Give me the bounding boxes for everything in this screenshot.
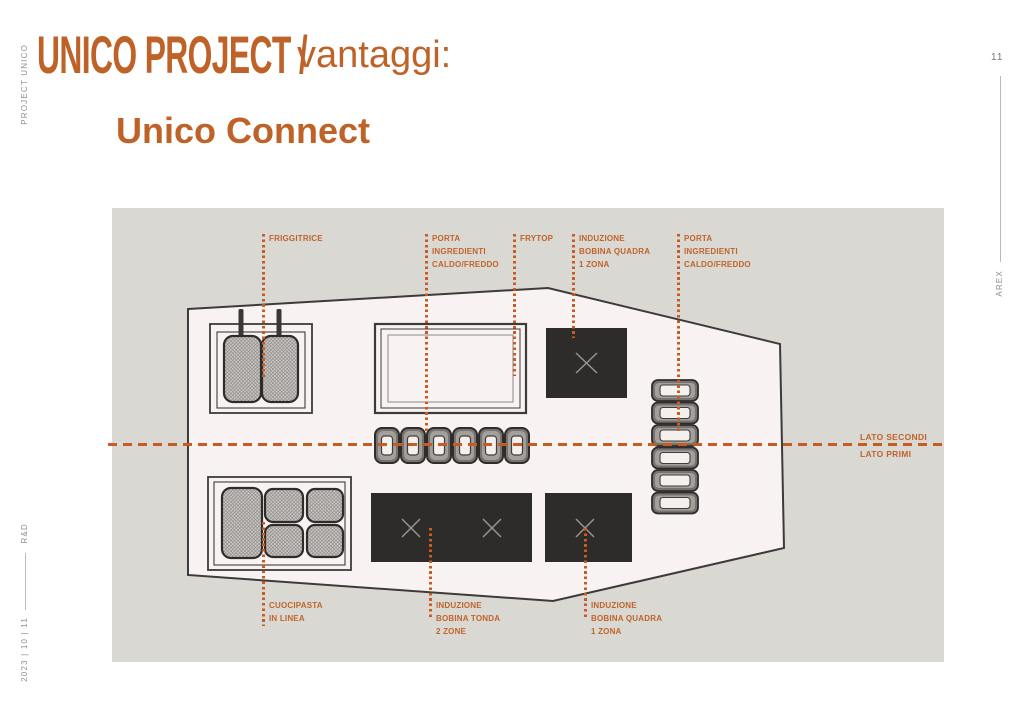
callout-line-porta-right [677,234,680,434]
gn-column [651,379,699,515]
callout-line-frytop [513,234,516,376]
label-line: 2 ZONE [436,627,467,636]
label-frytop: FRYTOP [520,232,553,245]
page-title-suffix: vantaggi: [297,34,452,76]
pasta-basket [263,487,305,524]
gn-container [651,469,699,492]
label-line: INDUZIONE [591,601,637,610]
label-line: 1 ZONA [579,260,610,269]
label-line: INGREDIENTI [684,247,738,256]
label-line: IN LINEA [269,614,305,623]
gn-container [651,379,699,402]
pasta-basket [263,523,305,559]
label-line: INDUZIONE [579,234,625,243]
gn-container [651,491,699,515]
fryer-basket [222,334,263,404]
label-induzione-quadra-top: INDUZIONE BOBINA QUADRA 1 ZONA [579,232,650,271]
page-title: UNICO PROJECT / [37,26,308,85]
label-line: FRIGGITRICE [269,234,323,243]
label-line: PORTA [432,234,461,243]
label-line: CALDO/FREDDO [432,260,499,269]
gn-container [651,446,699,470]
pasta-basket [305,487,345,524]
induction-square-top [546,328,627,398]
left-rail-divider [25,553,26,610]
right-rail-divider [1000,76,1001,262]
callout-line-induzione-quadra-top [572,234,575,338]
pasta-basket [220,486,264,560]
left-rail-date-label: 2023 | 10 | 11 [20,617,29,682]
label-line: PORTA [684,234,713,243]
label-line: BOBINA QUADRA [591,614,663,623]
slide-subtitle: Unico Connect [116,110,371,151]
label-porta-ingredienti-left: PORTA INGREDIENTI CALDO/FREDDO [432,232,499,271]
label-cuocipasta: CUOCIPASTA IN LINEA [269,599,323,625]
induction-square-bottom [545,493,632,562]
label-line: FRYTOP [520,234,554,243]
lato-secondi-label: LATO SECONDI [860,432,928,442]
fryer-block [209,309,313,414]
callout-line-induzione-tonda [429,528,432,620]
pasta-basket [305,523,345,559]
lato-divider-line [108,443,942,446]
gn-container [651,401,699,425]
worktop-diagram [187,286,786,603]
callout-line-porta-left [425,234,428,434]
label-line: CALDO/FREDDO [684,260,751,269]
label-induzione-quadra-bottom: INDUZIONE BOBINA QUADRA 1 ZONA [591,599,662,638]
induction-zone-mark [482,518,502,538]
label-line: INGREDIENTI [432,247,486,256]
pasta-cooker-block [207,476,352,571]
page-number: 11 [991,52,1004,63]
fryer-basket-handle [238,309,244,338]
induction-zone-mark [401,518,421,538]
right-rail-brand-label: AREX [995,270,1004,297]
induction-zone-mark [575,352,598,374]
callout-line-cuocipasta [262,522,265,626]
left-rail-project-unico-label: PROJECT UNICO [20,44,29,125]
label-line: BOBINA TONDA [436,614,501,623]
callout-line-induzione-quadra-bottom [584,528,587,620]
label-induzione-tonda: INDUZIONE BOBINA TONDA 2 ZONE [436,599,500,638]
induction-rect-bottom [371,493,532,562]
fryer-basket-handle [276,309,282,338]
header: UNICO PROJECT / vantaggi: [37,29,537,119]
callout-line-friggitrice [262,234,265,378]
label-line: 1 ZONA [591,627,622,636]
label-friggitrice: FRIGGITRICE [269,232,323,245]
left-rail-rd-label: R&D [20,523,29,544]
diagram-panel: LATO SECONDI LATO PRIMI FRIGGITRICE PORT… [108,208,944,662]
fryer-basket [260,334,300,404]
label-line: CUOCIPASTA [269,601,323,610]
lato-primi-label: LATO PRIMI [860,449,912,459]
label-line: INDUZIONE [436,601,482,610]
label-line: BOBINA QUADRA [579,247,651,256]
label-porta-ingredienti-right: PORTA INGREDIENTI CALDO/FREDDO [684,232,751,271]
gn-container [651,424,699,447]
